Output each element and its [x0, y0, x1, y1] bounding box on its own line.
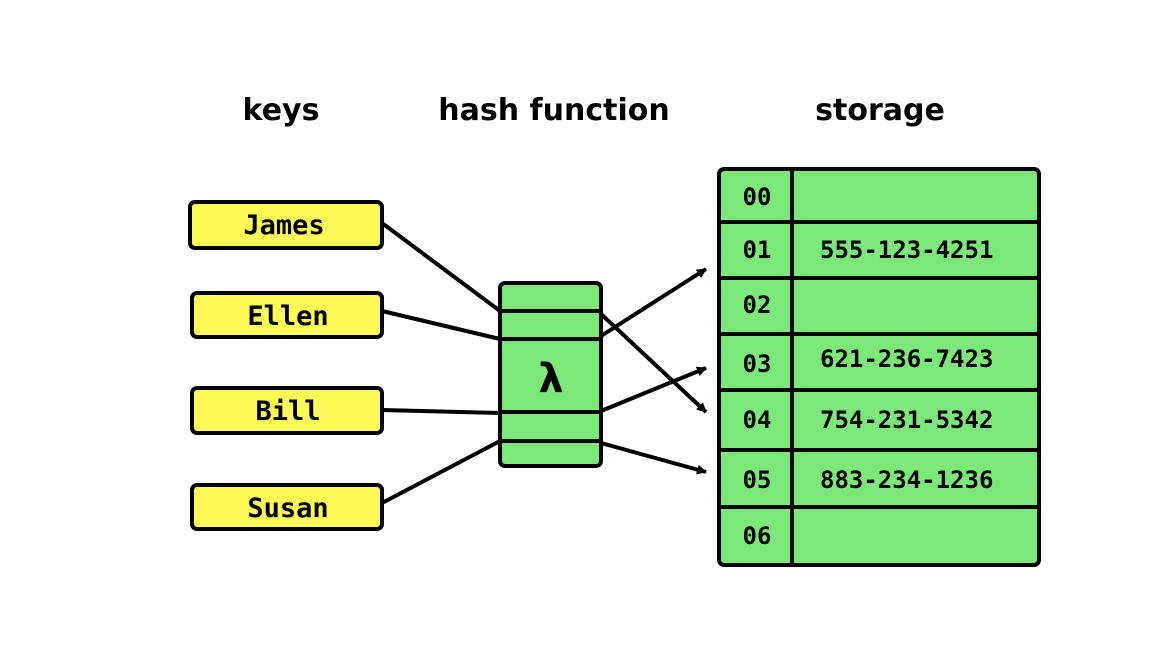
connector-group — [380, 221, 708, 505]
key-box — [188, 200, 384, 250]
lambda-symbol: λ — [538, 356, 563, 402]
storage-row-02: 02 — [743, 291, 772, 319]
arrow-to-slot-04 — [599, 312, 708, 414]
slot-index: 01 — [743, 236, 772, 264]
connector-susan-in — [381, 439, 501, 505]
storage-row-04: 04 754-231-5342 — [743, 406, 994, 434]
slot-value: 555-123-4251 — [820, 236, 993, 264]
key-box — [190, 386, 384, 435]
hash-function-box: λ — [498, 281, 603, 468]
heading-storage: storage — [815, 93, 945, 128]
slot-index: 03 — [743, 350, 772, 378]
slot-index: 06 — [743, 522, 772, 550]
slot-value: 621-236-7423 — [820, 345, 993, 373]
storage-outline — [717, 167, 1041, 567]
storage-row-06: 06 — [743, 522, 772, 550]
slot-index: 02 — [743, 291, 772, 319]
heading-keys: keys — [243, 93, 320, 128]
key-ellen: Ellen — [190, 291, 384, 339]
arrow-to-slot-01 — [599, 267, 708, 338]
slot-value: 883-234-1236 — [820, 466, 993, 494]
key-box — [190, 483, 384, 531]
slot-index: 04 — [743, 406, 772, 434]
key-label: Ellen — [247, 301, 328, 332]
key-label: James — [243, 210, 324, 241]
arrow-to-slot-03 — [600, 366, 707, 413]
storage-table: 00 01 555-123-4251 02 03 621-236-7423 04… — [717, 167, 1041, 567]
slot-value: 754-231-5342 — [820, 406, 993, 434]
arrow-to-slot-05 — [600, 441, 707, 475]
storage-row-03: 03 621-236-7423 — [743, 345, 994, 378]
storage-row-05: 05 883-234-1236 — [743, 466, 994, 494]
key-label: Susan — [247, 493, 328, 524]
slot-index: 00 — [743, 183, 772, 211]
heading-hash-function: hash function — [438, 93, 669, 128]
connector-bill-in — [381, 408, 501, 415]
key-susan: Susan — [190, 483, 384, 531]
storage-row-00: 00 — [743, 183, 772, 211]
slot-index: 05 — [743, 466, 772, 494]
key-label: Bill — [255, 396, 320, 427]
storage-row-01: 01 555-123-4251 — [743, 236, 994, 264]
hash-box-outline — [498, 281, 603, 468]
key-james: James — [188, 200, 384, 250]
connector-james-in — [380, 221, 502, 313]
key-bill: Bill — [190, 386, 384, 435]
key-box — [190, 291, 384, 339]
connector-ellen-in — [381, 309, 501, 341]
